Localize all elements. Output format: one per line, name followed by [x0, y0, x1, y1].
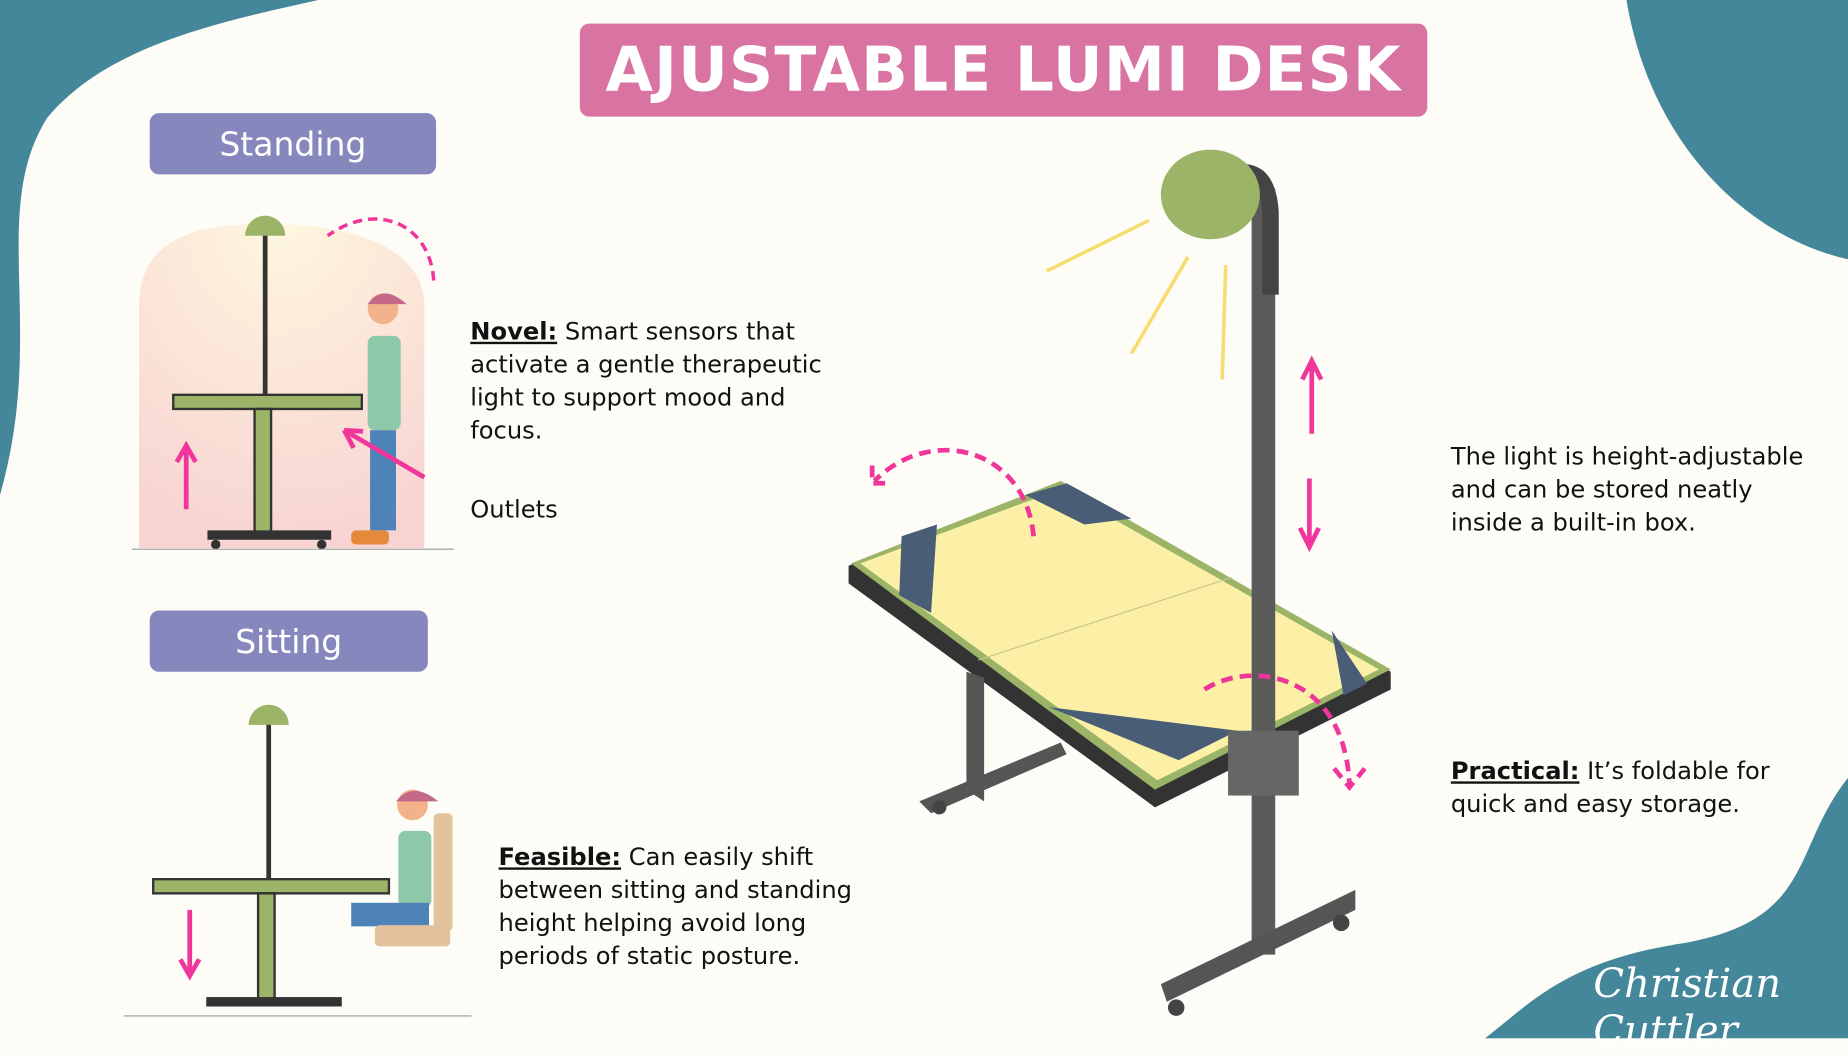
standing-desk-illustration [131, 215, 454, 550]
curved-arrow-icon [326, 217, 436, 281]
signature: Christian Cuttler [1593, 960, 1782, 1055]
feasible-note: Feasible: Can easily shift between sitti… [499, 840, 864, 972]
practical-label: Practical: [1450, 756, 1580, 785]
novel-text: Smart sensors that activate a gentle the… [470, 317, 822, 445]
feasible-text: Can easily shift between sitting and sta… [498, 842, 852, 970]
novel-note: Novel: Smart sensors that activate a gen… [470, 315, 824, 447]
outlets-label: Outlets [470, 494, 558, 524]
sitting-label: Sitting [149, 610, 428, 672]
teal-blob-top-right [1626, 0, 1848, 260]
practical-note: Practical: It’s foldable for quick and e… [1451, 754, 1793, 820]
fold-arrow-icon [869, 447, 1036, 537]
arrow-up-icon [174, 440, 198, 510]
teal-blob-bottom-right [1484, 777, 1848, 1039]
page-title: AJUSTABLE LUMI DESK [579, 23, 1428, 117]
teal-blob-top-left [0, 0, 319, 495]
arrow-down-icon [178, 909, 202, 981]
arrow-down-icon [1297, 478, 1321, 553]
arrow-to-outlets-icon [342, 427, 426, 480]
feasible-label: Feasible: [498, 842, 622, 871]
light-note: The light is height-adjustable and can b… [1450, 441, 1804, 537]
novel-label: Novel: [470, 317, 558, 346]
arrow-up-icon [1300, 355, 1324, 434]
fold-arrow-icon [1203, 673, 1367, 792]
standing-label: Standing [149, 113, 437, 175]
main-desk-illustration [848, 149, 1391, 1016]
practical-text: It’s foldable for quick and easy storage… [1450, 756, 1770, 818]
sitting-desk-illustration [123, 704, 472, 1017]
